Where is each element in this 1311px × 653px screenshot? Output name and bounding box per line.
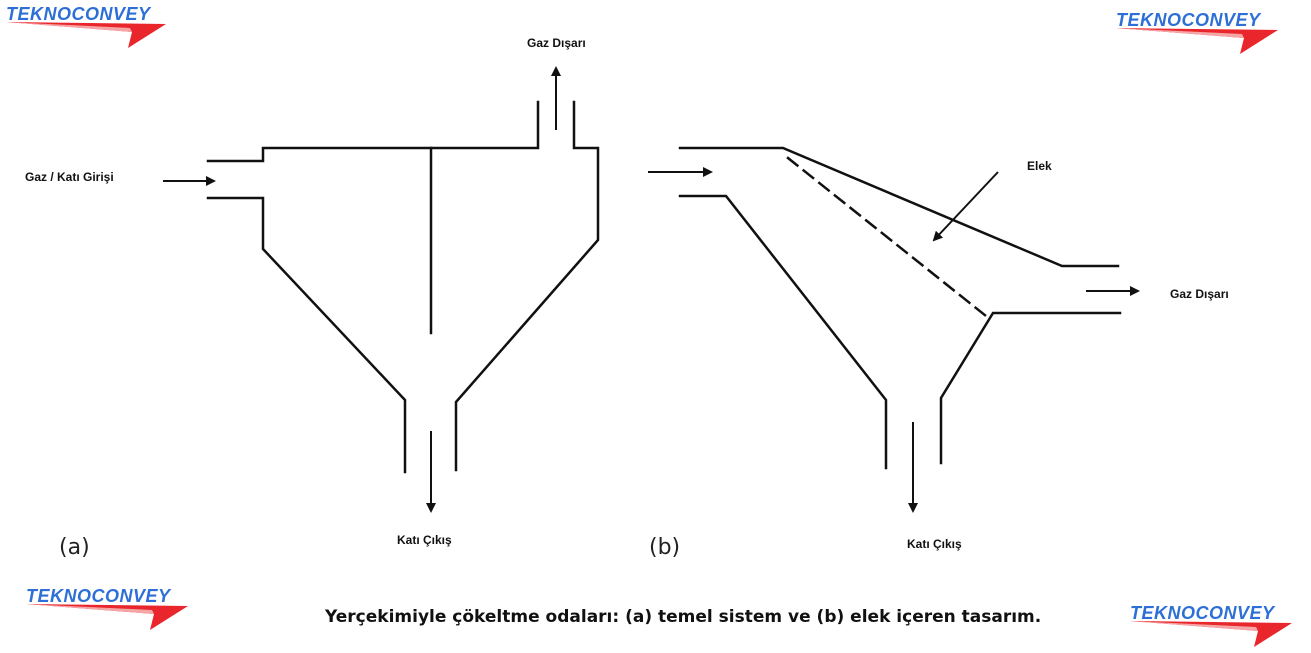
- logo-swoosh-icon: [1130, 621, 1292, 647]
- solid-out-label-b: Katı Çıkış: [907, 537, 962, 551]
- logo-wordmark: TEKNOCONVEY: [6, 4, 151, 24]
- gas-out-label: Gaz Dışarı: [527, 36, 586, 50]
- panel-label-b: (b): [649, 535, 681, 560]
- logo-bottom-left: TEKNOCONVEY: [26, 586, 196, 636]
- logo-wordmark: TEKNOCONVEY: [1116, 10, 1261, 30]
- logo-swoosh-icon: [1116, 28, 1278, 54]
- figure-caption: Yerçekimiyle çökeltme odaları: (a) temel…: [325, 607, 1042, 627]
- logo-top-right: TEKNOCONVEY: [1116, 10, 1286, 60]
- arrow-screen-pointer-icon: [932, 171, 999, 242]
- logo-wordmark: TEKNOCONVEY: [1130, 603, 1275, 623]
- diagram-b-chamber: [678, 146, 1122, 470]
- screen-line: [786, 156, 988, 318]
- solid-out-label: Katı Çıkış: [397, 533, 452, 547]
- logo-swoosh-icon: [6, 22, 166, 48]
- gas-out-label-b: Gaz Dışarı: [1170, 287, 1229, 301]
- diagram-a-chamber: [206, 100, 600, 474]
- logo-swoosh-icon: [26, 604, 188, 630]
- logo-top-left: TEKNOCONVEY: [6, 4, 176, 54]
- panel-label-a: (a): [59, 535, 90, 560]
- screen-label: Elek: [1027, 159, 1052, 173]
- logo-bottom-right: TEKNOCONVEY: [1130, 603, 1300, 653]
- logo-wordmark: TEKNOCONVEY: [26, 586, 171, 606]
- inlet-label: Gaz / Katı Girişi: [25, 170, 114, 184]
